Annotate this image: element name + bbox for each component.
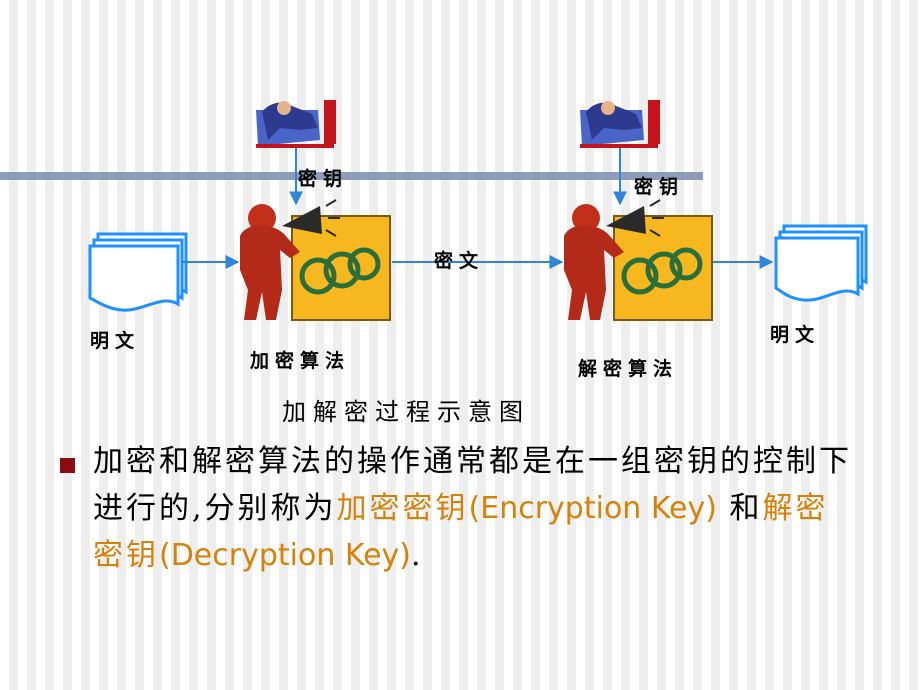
bullet-text-2: 和 bbox=[716, 491, 763, 526]
plaintext-document-right bbox=[774, 224, 868, 302]
encryption-algorithm-figure bbox=[240, 199, 391, 321]
bullet-text-1: 加密和解密算法的操作通常都是在一组密钥的控制下进行的,分别称为 bbox=[93, 444, 852, 526]
key-label-right: 密钥 bbox=[634, 176, 685, 198]
encryption-key-term: 加密密钥 bbox=[336, 491, 469, 526]
key-label-left: 密钥 bbox=[298, 168, 349, 190]
encryption-diagram bbox=[88, 100, 868, 321]
bullet-paragraph: 加密和解密算法的操作通常都是在一组密钥的控制下进行的,分别称为加密密钥(Encr… bbox=[93, 438, 853, 579]
decryption-algorithm-figure bbox=[564, 199, 713, 321]
decryption-key-term: 解密密钥 bbox=[93, 491, 829, 573]
header-divider-bar bbox=[0, 172, 703, 180]
decrypt-algorithm-label: 解密算法 bbox=[578, 358, 679, 380]
encrypt-algorithm-label: 加密算法 bbox=[250, 350, 351, 372]
plaintext-right-label: 明文 bbox=[770, 324, 821, 346]
key-holder-icon-right bbox=[580, 100, 660, 148]
decryption-key-term-en: (Decryption Key) bbox=[159, 538, 411, 573]
diagram-caption: 加解密过程示意图 bbox=[282, 398, 530, 426]
bullet-square-icon bbox=[60, 458, 75, 473]
plaintext-left-label: 明文 bbox=[90, 330, 141, 352]
bullet-text-3: . bbox=[410, 538, 424, 573]
ciphertext-label: 密文 bbox=[434, 250, 485, 272]
encryption-key-term-en: (Encryption Key) bbox=[468, 491, 717, 526]
key-holder-icon-left bbox=[256, 100, 336, 148]
plaintext-document-left bbox=[88, 232, 188, 312]
